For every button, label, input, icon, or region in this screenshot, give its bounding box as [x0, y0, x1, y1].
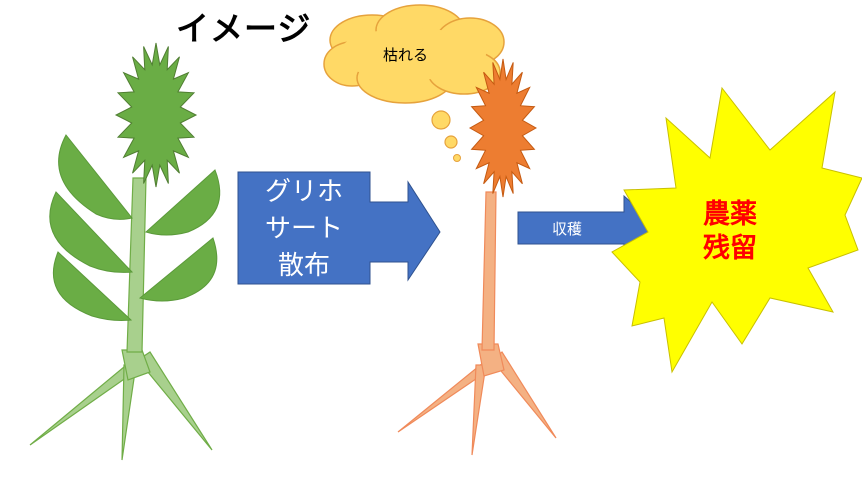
burst-label: 農薬 残留 — [680, 198, 780, 266]
healthy-plant — [29, 42, 221, 461]
healthy-leaf — [138, 237, 218, 302]
healthy-stem — [126, 177, 147, 353]
withered-stem — [481, 191, 497, 351]
pesticide-burst — [611, 86, 862, 374]
healthy-seed-head — [114, 42, 198, 188]
withered-root-middle — [471, 364, 487, 456]
spray-arrow-label-line: 散布 — [277, 251, 330, 281]
cloud-label: 枯れる — [383, 46, 429, 64]
thought-bubble — [453, 154, 461, 162]
healthy-root-right — [137, 351, 213, 451]
spray-arrow-shape — [237, 171, 441, 285]
spray-arrow-label-line: サート — [264, 214, 343, 244]
spray-arrow-label: グリホ サート 散布 — [238, 174, 370, 285]
burst-label-line: 残留 — [703, 233, 757, 264]
burst-label-line: 農薬 — [703, 199, 757, 230]
healthy-leaf — [53, 251, 133, 321]
thought-cloud — [323, 4, 505, 162]
healthy-leaf — [58, 134, 133, 220]
withered-plant — [397, 58, 557, 456]
thought-bubble — [444, 135, 458, 149]
healthy-leaf — [145, 169, 221, 236]
harvest-arrow-label: 収穫 — [552, 220, 583, 238]
diagram-title: イメージ — [176, 9, 312, 48]
withered-seed-head — [468, 58, 538, 198]
healthy-leaf — [49, 191, 134, 273]
spray-arrow-label-line: グリホ — [264, 177, 343, 207]
burst-shape — [611, 86, 862, 374]
spray-arrow — [237, 171, 441, 285]
thought-bubble — [431, 110, 451, 130]
